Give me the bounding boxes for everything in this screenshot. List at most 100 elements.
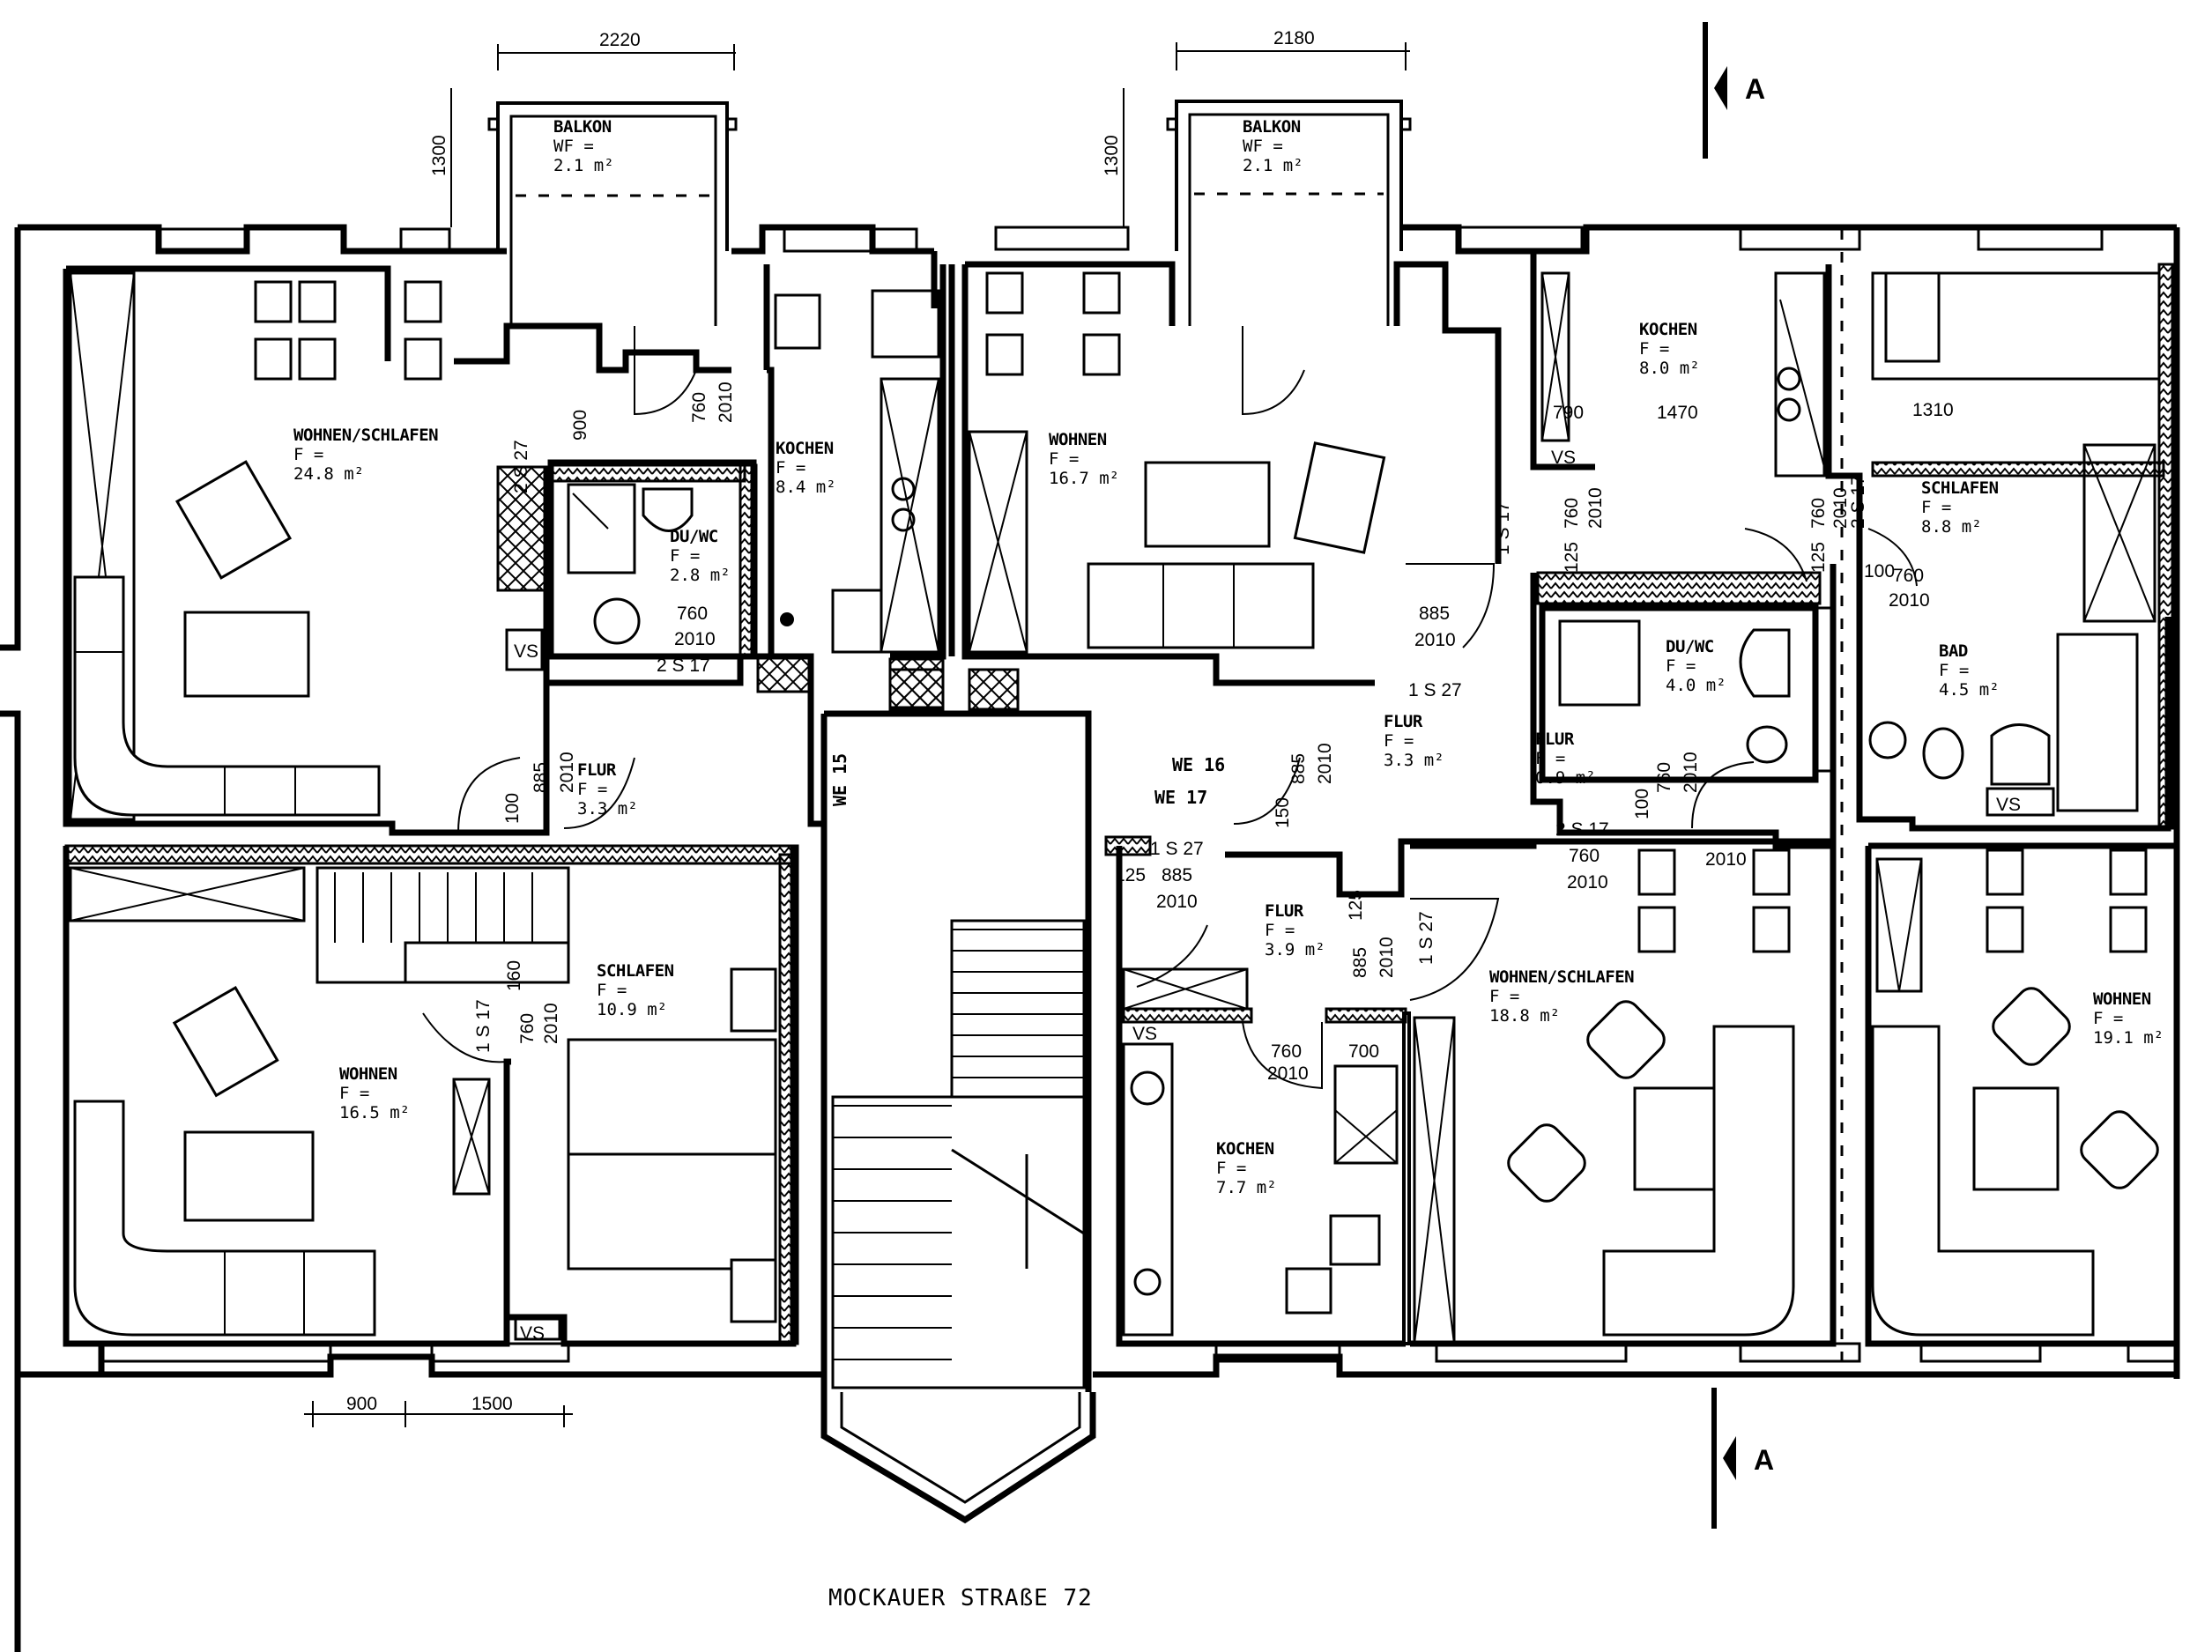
- dimension-kochen-right-1470: 1470: [1657, 403, 1698, 423]
- room-area: 10.9 m²: [597, 1000, 667, 1019]
- balcony-right: [1166, 100, 1412, 326]
- unit-top-center-walls: [888, 261, 1502, 711]
- room-name: BALKON: [1243, 117, 1301, 137]
- bathroom-bad-right: [1856, 564, 2171, 832]
- room-area-prefix: F =: [1489, 987, 1519, 1006]
- room-name: KOCHEN: [1639, 320, 1697, 339]
- room-name: WOHNEN: [2093, 989, 2151, 1009]
- dimension-duwc-stair: 2 S 17: [657, 656, 710, 676]
- unit-bottom-center-walls: [1116, 838, 1547, 1347]
- room-name: KOCHEN: [1216, 1139, 1274, 1159]
- dimension-flur-left-100: 100: [502, 793, 523, 824]
- section-marker-top: [1703, 22, 1727, 159]
- room-name: WOHNEN/SCHLAFEN: [1489, 967, 1634, 987]
- dimension-schl-b-1s17: 1 S 17: [473, 999, 494, 1053]
- room-area: 2.1 m²: [553, 156, 614, 175]
- room-area-prefix: F =: [1921, 498, 1951, 517]
- dimension-kochen-b-760: 760: [1271, 1041, 1302, 1062]
- dimension-balkon-right-width: 2180: [1273, 28, 1315, 48]
- dimension-we17-1s27: 1 S 27: [1150, 839, 1204, 859]
- meter-boxes: VS VS VS VS VS: [514, 448, 2021, 1344]
- dimension-k-r-2s17: 2 S 17: [1848, 475, 1868, 529]
- dimension-kochen-b-2010: 2010: [1267, 1063, 1309, 1084]
- room-area-prefix: F =: [1265, 921, 1295, 940]
- room-name: DU/WC: [670, 527, 718, 546]
- dimension-flur-b-2010: 2010: [1377, 937, 1397, 978]
- dimension-schl-b-2010: 2010: [541, 1003, 561, 1044]
- dimension-top-right-1s17: 1 S 17: [1493, 501, 1513, 555]
- room-area: 3.3 m²: [1384, 751, 1444, 770]
- room-area: 3.9 m²: [1265, 940, 1325, 959]
- dimension-k-r-760: 760: [1562, 498, 1582, 529]
- dimension-ws-2s17: 2 S 17: [1555, 819, 1609, 840]
- dimension-schlafen-right-1310: 1310: [1912, 400, 1954, 420]
- dimension-balkon-left-width: 2220: [599, 30, 641, 50]
- room-du-wc-right: DU/WCF =4.0 m²: [1666, 637, 1726, 695]
- dimension-flur-c-885: 885: [1288, 753, 1309, 784]
- unit-bottom-right-walls: [1410, 838, 2177, 1347]
- meter-label: VS: [1132, 1024, 1157, 1044]
- dimension-k-r2-125: 125: [1808, 542, 1829, 573]
- room-area: 7.7 m²: [1216, 1178, 1277, 1197]
- meter-label: VS: [514, 641, 538, 662]
- unit-top-right-walls: [1530, 251, 2174, 849]
- dimension-fl-r-2010: 2010: [1681, 752, 1701, 793]
- room-area: 0.9 m²: [1535, 768, 1596, 788]
- room-name: KOCHEN: [776, 439, 834, 458]
- balcony-dimensions: [450, 42, 1410, 227]
- room-name: BAD: [1939, 641, 1968, 661]
- room-area-prefix: WF =: [1243, 137, 1283, 156]
- room-name: FLUR: [577, 760, 617, 780]
- dimension-schl-b-760: 760: [517, 1013, 538, 1044]
- room-area: 8.8 m²: [1921, 517, 1982, 537]
- dimension-flur-b-1s27: 1 S 27: [1416, 911, 1436, 965]
- room-area-prefix: WF =: [553, 137, 594, 156]
- dimension-fl-r-100: 100: [1632, 789, 1652, 819]
- room-area-prefix: F =: [339, 1084, 369, 1103]
- stairwell: [807, 710, 1152, 1524]
- dimension-k-r-790: 790: [1553, 403, 1584, 423]
- dimension-balkon-left-depth: 1300: [429, 135, 449, 176]
- dimension-ws-2010-top: 2010: [1705, 849, 1747, 870]
- unit-label-we16: WE 16: [1172, 754, 1225, 775]
- section-marker-bottom: [1711, 1388, 1736, 1529]
- dimension-schl-100: 100: [1864, 561, 1895, 582]
- room-area: 2.1 m²: [1243, 156, 1303, 175]
- kitchen-top-left: [774, 289, 940, 654]
- room-area: 19.1 m²: [2093, 1028, 2164, 1048]
- room-area-prefix: F =: [1666, 656, 1696, 676]
- room-area: 24.8 m²: [293, 464, 364, 484]
- room-area-prefix: F =: [1939, 661, 1969, 680]
- dimension-we17-125: 125: [1115, 865, 1146, 885]
- dimension-balkon-right-depth: 1300: [1102, 135, 1122, 176]
- room-area-prefix: F =: [1639, 339, 1669, 359]
- room-name: SCHLAFEN: [597, 961, 674, 981]
- dimension-flur-c-150: 150: [1273, 797, 1293, 828]
- dimension-schl-2010: 2010: [1889, 590, 1930, 611]
- room-area: 18.8 m²: [1489, 1006, 1560, 1026]
- dimension-door-2010-a: 2010: [716, 382, 736, 423]
- room-area: 3.3 m²: [577, 799, 638, 819]
- room-area: 4.0 m²: [1666, 676, 1726, 695]
- room-area-prefix: F =: [670, 546, 700, 566]
- windows-top: [157, 226, 2104, 253]
- room-name: DU/WC: [1666, 637, 1714, 656]
- room-name: FLUR: [1535, 730, 1575, 749]
- dimension-ws-2010: 2010: [1567, 872, 1608, 893]
- room-area-prefix: F =: [1384, 731, 1414, 751]
- dimension-flur-b-885: 885: [1350, 947, 1370, 978]
